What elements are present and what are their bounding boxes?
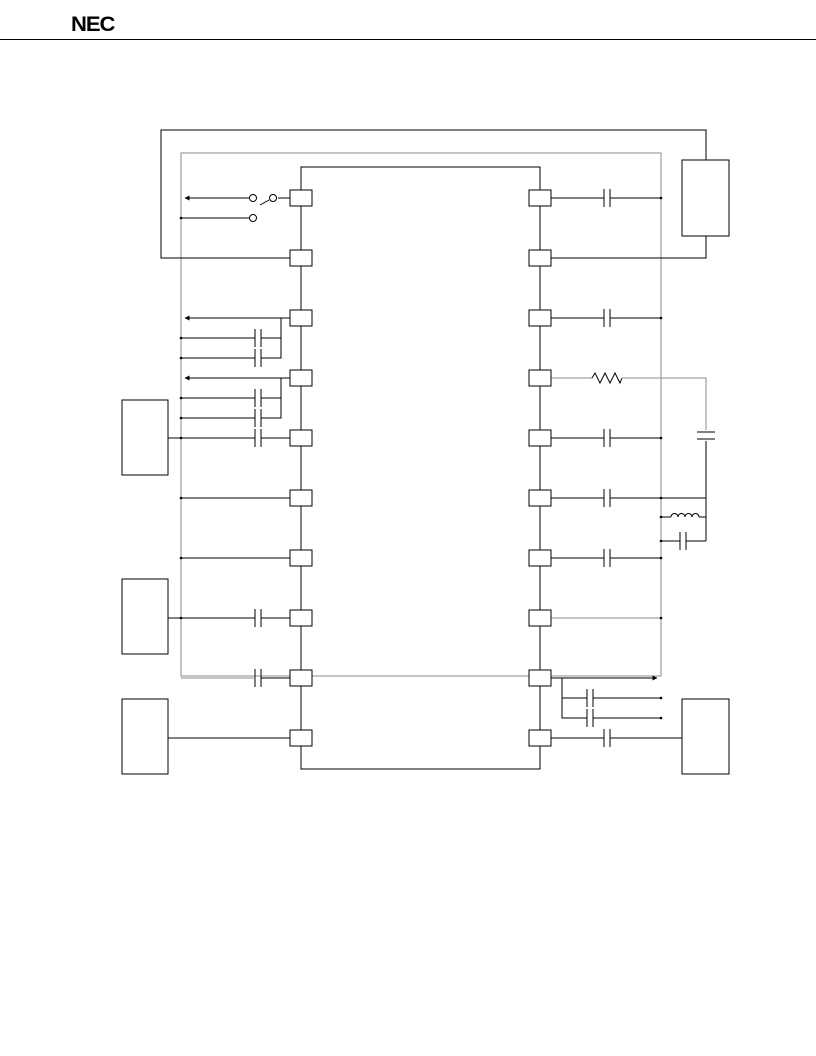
outer-loop-right — [551, 236, 707, 259]
left-connections — [168, 194, 290, 739]
chip-bottom-edge — [300, 746, 541, 770]
pin-left-4 — [289, 369, 313, 387]
pin-right-9 — [528, 669, 552, 687]
pin-left-10 — [289, 729, 313, 747]
pin-right-8 — [528, 609, 552, 627]
pin-left-1 — [289, 189, 313, 207]
right-connections — [551, 189, 715, 747]
pin-right-3 — [528, 309, 552, 327]
pin-right-2 — [528, 249, 552, 267]
external-blocks — [121, 159, 730, 775]
right-block-top — [681, 159, 730, 237]
outer-loop-left — [160, 129, 707, 259]
pin-left-6 — [289, 489, 313, 507]
pin-left-7 — [289, 549, 313, 567]
left-block-2 — [121, 578, 169, 655]
page-header: NEC — [0, 0, 816, 42]
pin-left-9 — [289, 669, 313, 687]
pin-right-10 — [528, 729, 552, 747]
pin-right-4 — [528, 369, 552, 387]
chip-top-edge — [300, 166, 541, 190]
pin-right-7 — [528, 549, 552, 567]
board-outline — [180, 152, 662, 677]
pin-left-2 — [289, 249, 313, 267]
right-pins — [528, 189, 552, 747]
left-block-3 — [121, 698, 169, 775]
header-rule — [0, 39, 816, 40]
pin-right-1 — [528, 189, 552, 207]
pin-left-8 — [289, 609, 313, 627]
pin-left-5 — [289, 429, 313, 447]
brand-logo: NEC — [71, 13, 115, 36]
left-pins — [289, 189, 313, 747]
pin-right-5 — [528, 429, 552, 447]
junction-dots — [179, 196, 663, 720]
pin-left-3 — [289, 309, 313, 327]
pin-right-6 — [528, 489, 552, 507]
right-block-bottom — [681, 698, 730, 775]
left-block-1 — [121, 399, 169, 476]
